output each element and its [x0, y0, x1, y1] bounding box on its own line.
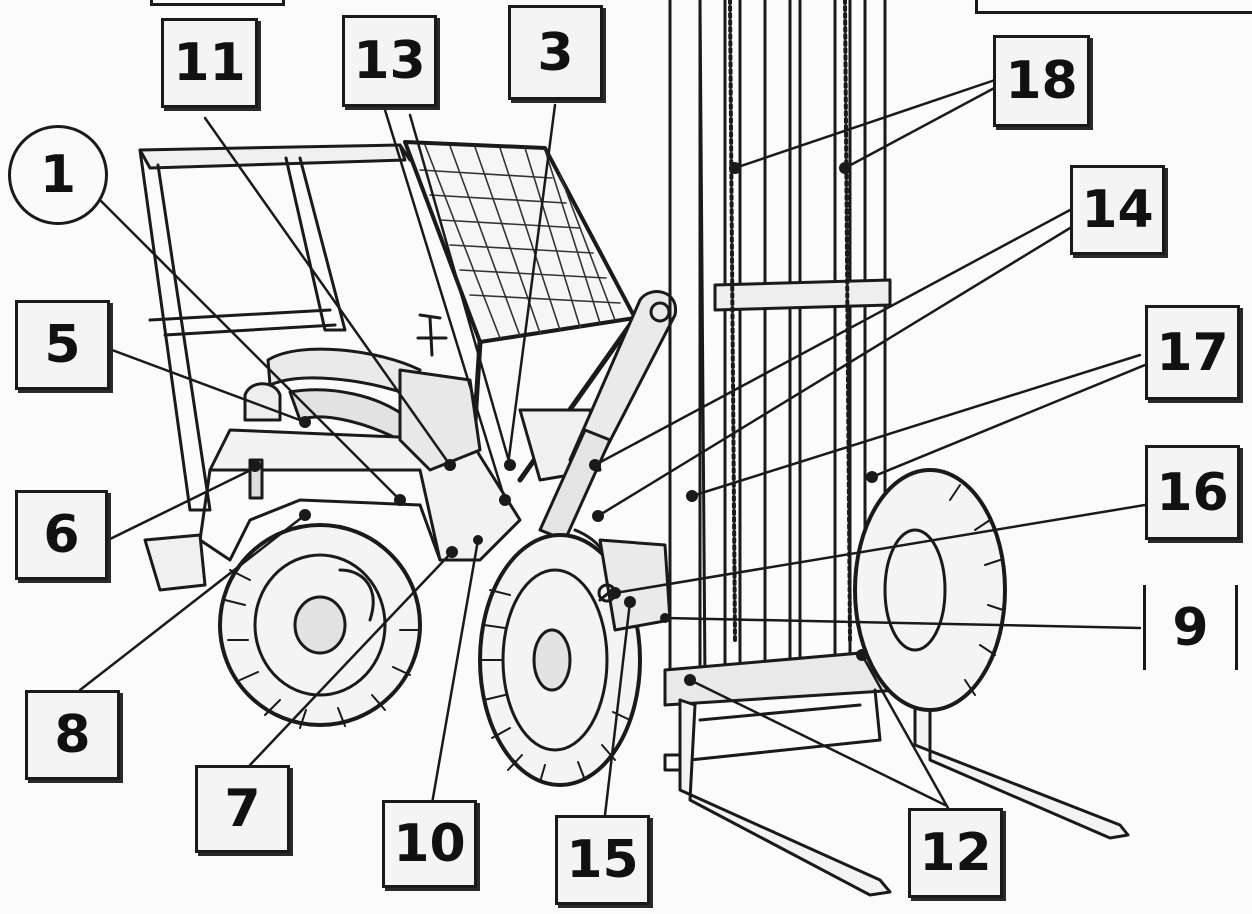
callout-3: 3 — [508, 5, 603, 100]
callout-1: 1 — [8, 125, 108, 225]
callout-6: 6 — [15, 490, 108, 580]
cropped-frame-top-left — [150, 0, 285, 6]
carriage — [663, 648, 902, 762]
rear-tire-left — [218, 523, 422, 729]
callout-12: 12 — [908, 808, 1003, 898]
far-tire — [853, 468, 1007, 712]
callout-5: 5 — [15, 300, 110, 390]
cropped-frame-top-right — [975, 0, 1252, 14]
rops-frame — [138, 143, 412, 512]
callout-16: 16 — [1145, 445, 1240, 540]
steering — [416, 313, 448, 357]
seat — [266, 347, 422, 442]
callout-9: 9 — [1143, 585, 1238, 670]
callout-7: 7 — [195, 765, 290, 853]
forks — [663, 678, 1130, 897]
callout-17: 17 — [1145, 305, 1240, 400]
callout-18: 18 — [993, 35, 1090, 127]
leader-lines — [78, 78, 1147, 817]
callout-10: 10 — [382, 800, 477, 888]
callout-11: 11 — [161, 18, 258, 108]
callout-14: 14 — [1070, 165, 1165, 255]
callout-15: 15 — [555, 815, 650, 905]
callout-13: 13 — [342, 15, 437, 107]
callout-8: 8 — [25, 690, 120, 780]
engine — [398, 368, 602, 482]
grease-points — [249, 162, 878, 686]
